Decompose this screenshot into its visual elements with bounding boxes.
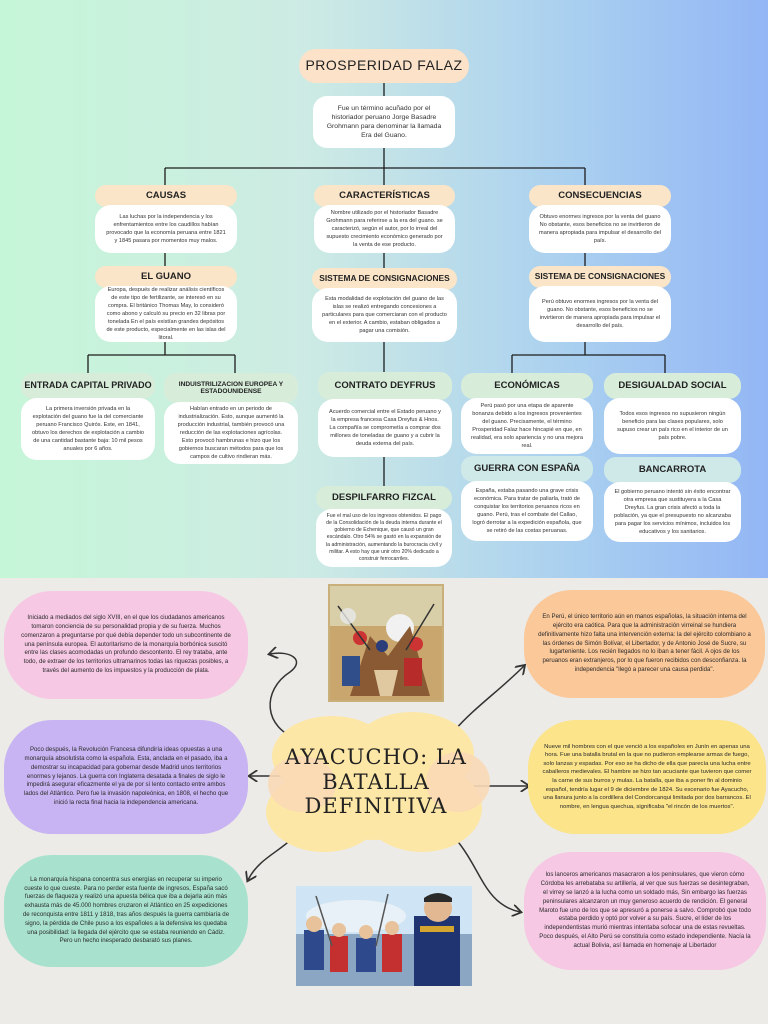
guerra-espana-heading: GUERRA CON ESPAÑA (461, 456, 593, 482)
economicas-card: Perú pasó por una etapa de aparente bona… (461, 398, 593, 454)
desigualdad-card: Todos esos ingresos no supusieron ningún… (604, 398, 741, 454)
el-guano-heading: EL GUANO (95, 266, 237, 288)
despilfarro-card: Fue el mal uso de los ingresos obtenidos… (316, 509, 452, 567)
entrada-capital-card: La primera inversión privada en la explo… (21, 398, 155, 460)
blob-junin-battle: Nueve mil hombres con el que venció a lo… (528, 720, 766, 834)
contrato-dreyfus-heading: CONTRATO DEYFRUS (318, 372, 452, 400)
title-cloud (266, 712, 490, 852)
entrada-capital-heading: ENTRADA CAPITAL PRIVADO (21, 373, 155, 399)
despilfarro-heading: DESPILFARRO FIZCAL (316, 486, 452, 510)
page-title: PROSPERIDAD FALAZ (299, 49, 469, 83)
sistema-consignaciones-card: Esta modalidad de explotación del guano … (312, 288, 457, 342)
causas-heading: CAUSAS (95, 185, 237, 207)
intro-card: Fue un término acuñado por el historiado… (313, 96, 455, 148)
consecuencias-card: Obtuvo enormes ingresos por la venta del… (529, 205, 671, 253)
sistema-consignaciones-heading: SISTEMA DE CONSIGNACIONES (312, 268, 457, 290)
bancarrota-card: El gobierno peruano intentó sin éxito en… (604, 482, 741, 542)
blob-peru-situation: En Perú, el único territorio aún en mano… (524, 590, 765, 698)
blob-reconquest: La monarquía hispana concentra sus energ… (4, 855, 248, 967)
el-guano-card: Europa, después de realizar análisis cie… (95, 286, 237, 342)
arrow-to-pink-right (454, 837, 520, 912)
concept-map-connectors (87, 82, 666, 487)
caracteristicas-heading: CARACTERÍSTICAS (314, 185, 455, 207)
arrow-to-pink-left (270, 653, 301, 741)
causas-card: Las luchas por la independencia y los en… (95, 205, 237, 253)
bancarrota-heading: BANCARROTA (604, 457, 741, 483)
battle-illustration-bottom (296, 886, 472, 986)
contrato-dreyfus-card: Acuerdo comercial entre el Estado peruan… (318, 399, 452, 457)
blob-surrender: los lanceros americanos masacraron a los… (524, 852, 766, 970)
caracteristicas-card: Nombre utilizado por el historiador Basa… (314, 205, 455, 253)
industrializacion-heading: INDUISTRILIZACION EUROPEA Y ESTADOUNIDEN… (164, 373, 298, 403)
sistema-consignaciones-right-card: Perú obtuvo enormes ingresos por la vent… (529, 286, 671, 342)
consecuencias-heading: CONSECUENCIAS (529, 185, 671, 207)
economicas-heading: ECONÓMICAS (461, 373, 593, 399)
desigualdad-heading: DESIGUALDAD SOCIAL (604, 373, 741, 399)
blob-revolution: Poco después, la Revolución Francesa dif… (4, 720, 248, 834)
blob-origins: Iniciado a mediados del siglo XVIII, en … (4, 591, 248, 699)
industrializacion-card: Habían entrado en un periodo de industri… (164, 402, 298, 464)
sistema-consignaciones-right-heading: SISTEMA DE CONSIGNACIONES (529, 266, 671, 288)
guerra-espana-card: España, estaba pasando una grave crisis … (461, 481, 593, 541)
battle-illustration-top (328, 584, 444, 702)
arrow-to-orange-right (454, 666, 524, 731)
battle-title: AYACUCHO: LA BATALLA DEFINITIVA (285, 744, 467, 819)
